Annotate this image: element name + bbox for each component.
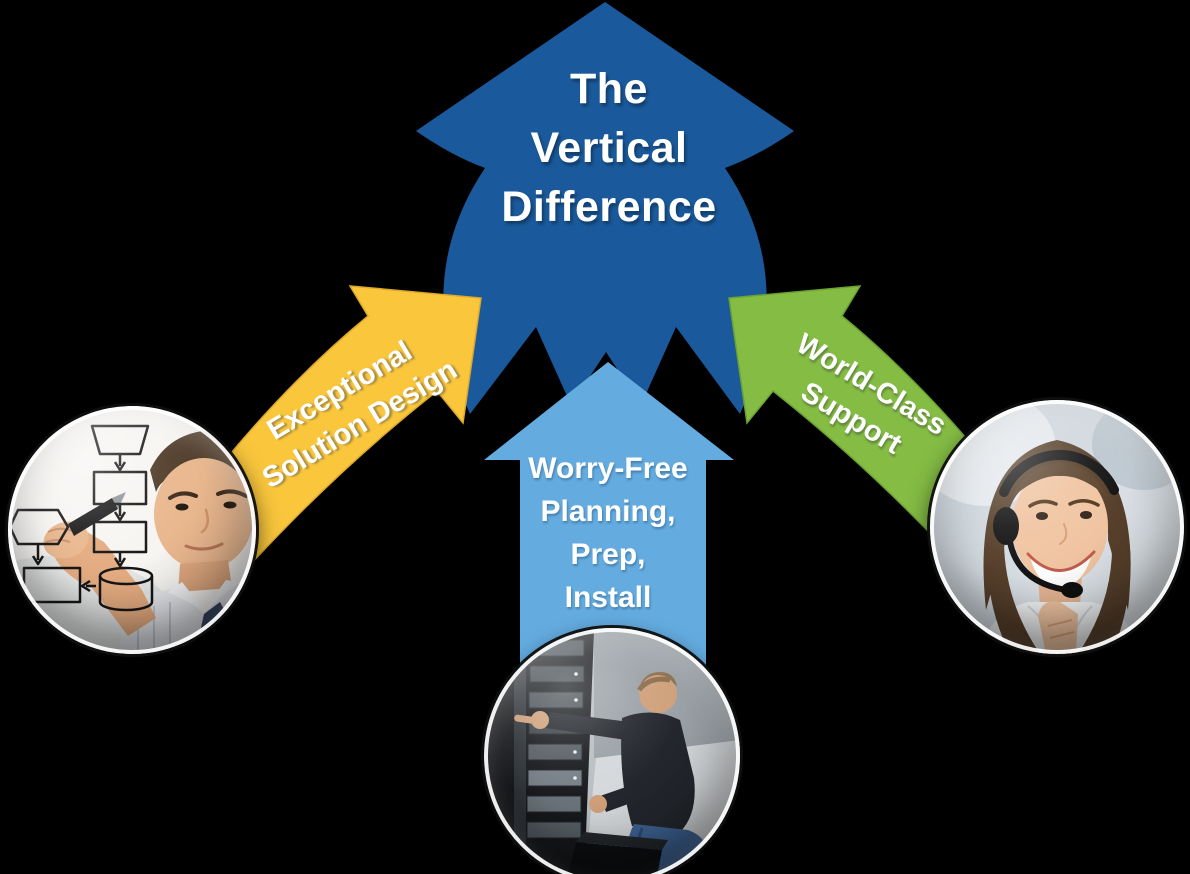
install-arrow-label-line4: Install	[564, 581, 652, 614]
main-arrow-label-line3: Difference	[501, 183, 717, 231]
main-arrow-label: The Vertical Difference	[501, 60, 716, 237]
floor-console-box	[568, 832, 668, 874]
installation-technician-photo	[484, 628, 740, 874]
install-arrow-label-line3: Prep,	[570, 538, 646, 571]
main-arrow-label-line2: Vertical	[530, 124, 688, 172]
headset-icon	[993, 449, 1119, 598]
flowchart-drawing	[8, 424, 154, 612]
technician-figure	[514, 672, 726, 874]
support-agent-illustration	[930, 400, 1184, 654]
solution-designer-illustration	[8, 406, 256, 654]
installation-technician-illustration	[484, 628, 740, 874]
solution-designer-photo	[8, 406, 256, 654]
main-arrow-shape	[416, 2, 794, 414]
install-arrow-label-line1: Worry-Free	[528, 452, 688, 485]
support-agent-figure	[978, 440, 1142, 654]
install-arrow-label: Worry-Free Planning, Prep, Install	[528, 447, 688, 619]
main-arrow-label-line1: The	[570, 65, 648, 113]
install-arrow-label-line2: Planning,	[540, 495, 676, 528]
support-agent-photo	[930, 400, 1184, 654]
